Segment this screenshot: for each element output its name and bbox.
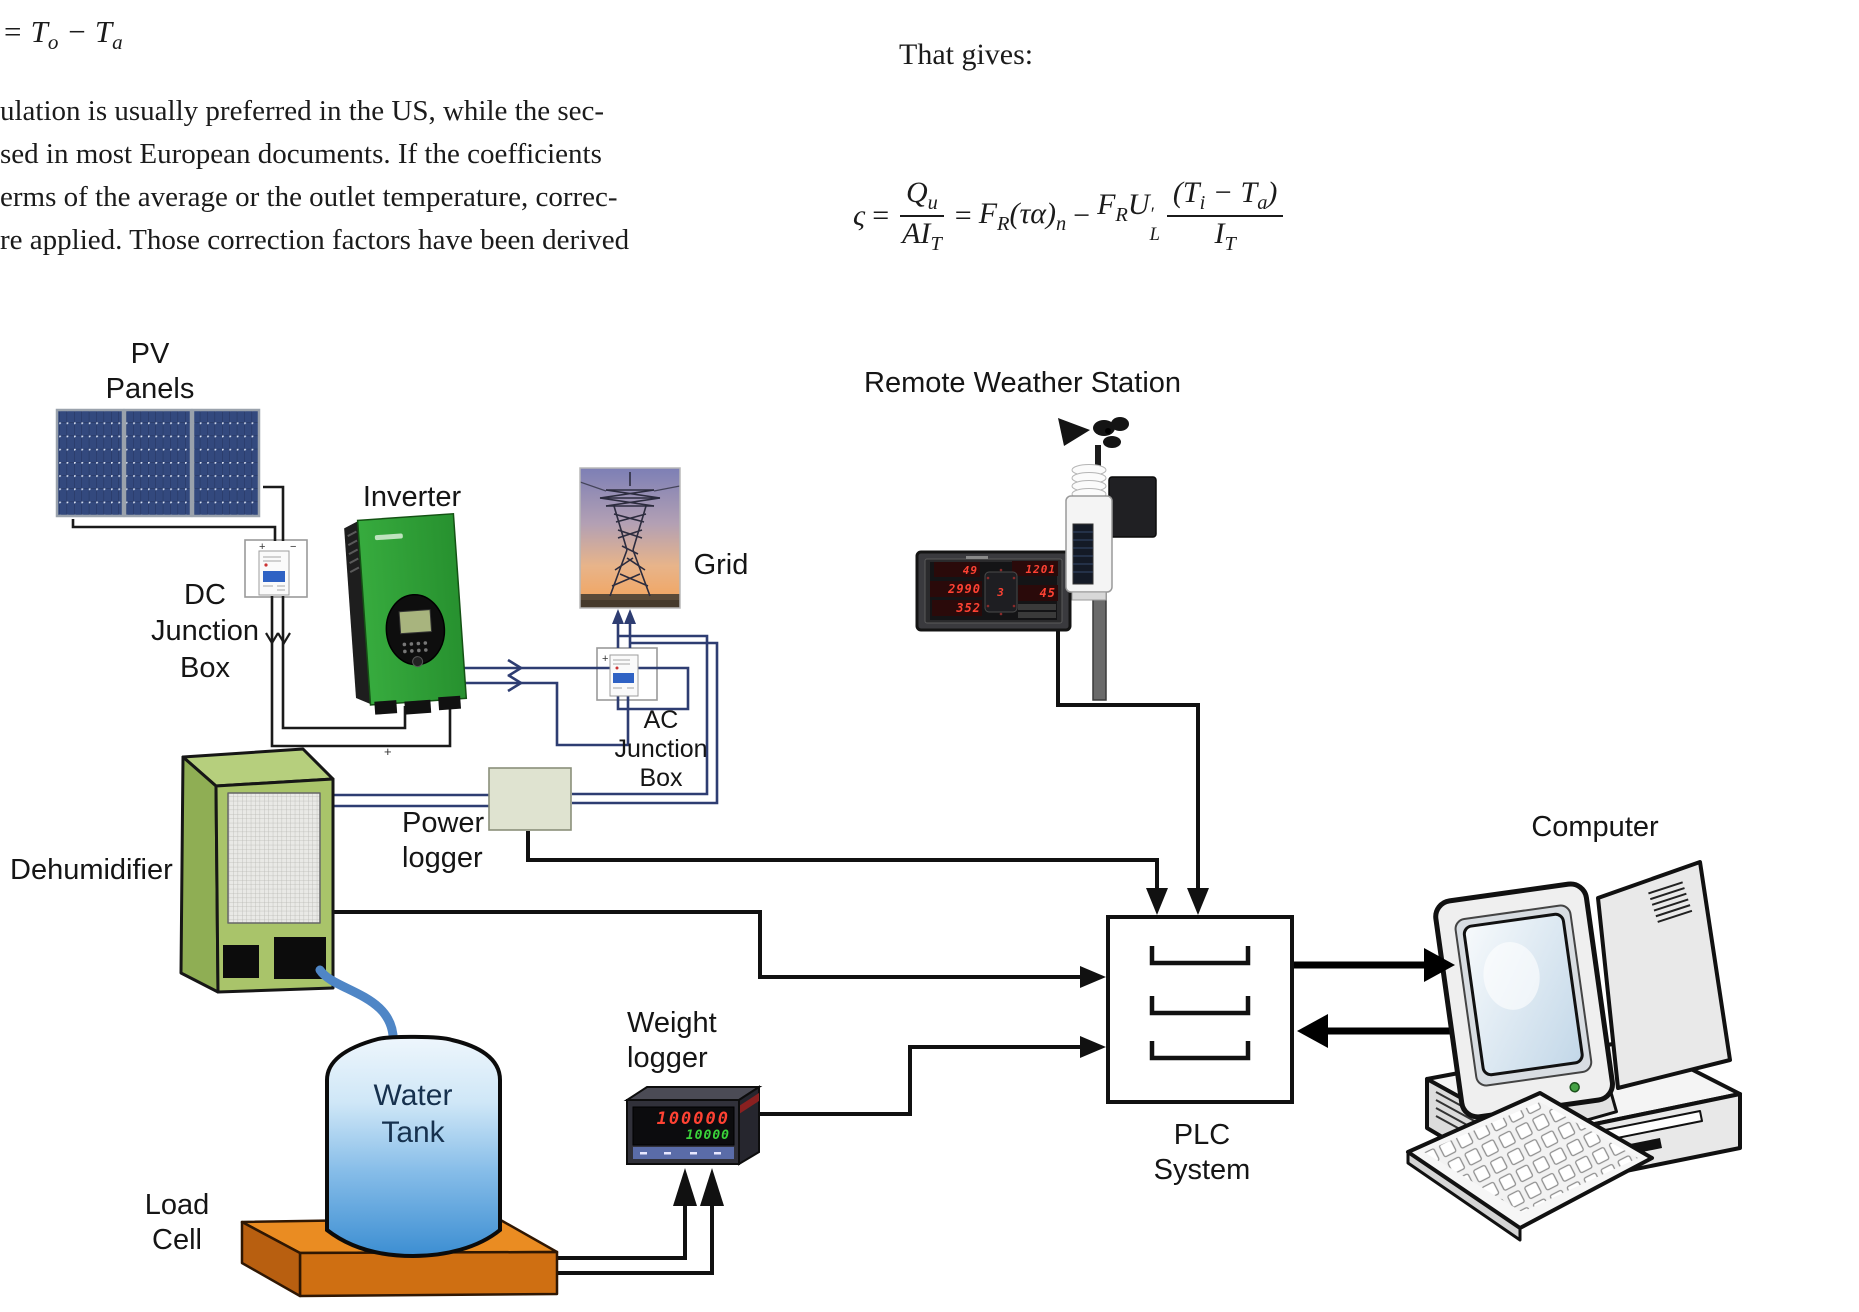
pv-panels-label: PV Panels bbox=[105, 338, 195, 406]
dc-junction-label: DC Junction Box bbox=[150, 579, 259, 684]
that-gives-heading: That gives: bbox=[899, 38, 1034, 71]
eq-sub-u: u bbox=[927, 191, 938, 214]
dc-junction-box: + − bbox=[258, 541, 296, 596]
eq-sub-r2: R bbox=[1115, 203, 1128, 226]
eq-sub-l: L bbox=[1149, 223, 1160, 245]
eq-tau: (τα) bbox=[1009, 196, 1056, 230]
power-logger-label: Power logger bbox=[402, 807, 485, 875]
eq-fraction-1: Qu AIT bbox=[896, 176, 948, 257]
water-pipe bbox=[315, 965, 398, 1051]
console-value-1: 49 bbox=[962, 564, 978, 577]
weather-station-label: Remote Weather Station bbox=[864, 367, 1182, 399]
paragraph-line: erms of the average or the outlet temper… bbox=[0, 181, 618, 213]
weather-station-illustration bbox=[1058, 417, 1157, 701]
console-value-4: 1201 bbox=[1025, 563, 1056, 576]
eq-sub-r1: R bbox=[997, 212, 1010, 235]
frag-sub-o: o bbox=[47, 30, 59, 55]
efficiency-equation: ς = Qu AIT = FR(τα)n − FRU′L (Ti − Ta) I… bbox=[853, 170, 1284, 262]
eq-u: U bbox=[1127, 187, 1150, 221]
frag-eq: = bbox=[2, 14, 31, 49]
eq-u-scripts: ′L bbox=[1150, 205, 1160, 244]
dc-wire-break-mark bbox=[265, 632, 291, 646]
weight-logger-label: Weight logger bbox=[627, 1007, 717, 1075]
dc-minus-mark: − bbox=[290, 541, 296, 553]
eq-ti: (T bbox=[1172, 175, 1200, 209]
eq-f1: F bbox=[978, 196, 998, 230]
ac-junction-label: AC Junction Box bbox=[614, 706, 708, 792]
eq-q: Q bbox=[906, 175, 928, 209]
console-center-value: 3 bbox=[997, 586, 1005, 599]
frag-minus: − bbox=[58, 14, 95, 49]
paragraph-line: ulation is usually preferred in the US, … bbox=[0, 95, 605, 127]
plc-box bbox=[1106, 915, 1294, 1104]
eq-equals: = bbox=[872, 199, 890, 232]
arrowheads bbox=[265, 609, 1455, 1206]
eq-ai: AI bbox=[902, 217, 931, 250]
grid-label: Grid bbox=[693, 549, 749, 581]
power-logger-box bbox=[488, 767, 572, 831]
console-value-5: 45 bbox=[1039, 586, 1056, 600]
computer-illustration bbox=[1406, 860, 1742, 1242]
water-tank-illustration bbox=[325, 1034, 502, 1259]
pv-panels bbox=[55, 408, 261, 518]
equation-fragment: = To − Ta bbox=[2, 14, 123, 55]
weather-console bbox=[915, 550, 1072, 632]
eq-close: ) bbox=[1267, 175, 1278, 209]
eq-term-2: FRU′L bbox=[1097, 188, 1160, 244]
eq-prime: ′ bbox=[1149, 203, 1154, 225]
grid-photo bbox=[580, 468, 680, 608]
computer-label: Computer bbox=[1531, 811, 1659, 843]
dehumidifier-illustration bbox=[179, 747, 335, 994]
grid-photo-frame bbox=[579, 467, 681, 609]
console-value-2: 2990 bbox=[948, 582, 981, 596]
inverter-plus-mark: + bbox=[384, 744, 392, 759]
inverter-label: Inverter bbox=[362, 481, 462, 513]
eq-ta: − T bbox=[1205, 175, 1258, 209]
dehumidifier-label: Dehumidifier bbox=[10, 854, 173, 886]
plc-system-label: PLC System bbox=[1153, 1119, 1251, 1187]
eq-sub-i: i bbox=[1199, 191, 1206, 214]
eq-sub-t2: T bbox=[1224, 233, 1236, 255]
water-tank-label: Water Tank bbox=[373, 1079, 453, 1149]
weight-green-readout: 10000 bbox=[685, 1128, 730, 1143]
ac-plus-mark: + bbox=[602, 653, 608, 665]
eq-minus: − bbox=[1073, 199, 1091, 232]
frag-t2: T bbox=[94, 14, 113, 49]
frag-t1: T bbox=[30, 14, 48, 49]
paragraph-line: sed in most European documents. If the c… bbox=[0, 138, 602, 170]
dc-plus-mark: + bbox=[259, 541, 265, 553]
frag-sub-a: a bbox=[112, 30, 123, 55]
eq-term-1: FR(τα)n bbox=[979, 197, 1066, 236]
eq-fraction-2: (Ti − Ta) IT bbox=[1166, 175, 1284, 257]
console-value-3: 352 bbox=[956, 601, 981, 615]
paragraph-line: re applied. Those correction factors hav… bbox=[0, 224, 630, 256]
weight-logger-illustration bbox=[623, 1085, 763, 1166]
eq-zeta: ς bbox=[853, 199, 866, 232]
wires bbox=[71, 485, 1492, 1275]
eq-sub-a: a bbox=[1257, 191, 1268, 214]
ac-wire-break-mark bbox=[507, 658, 524, 693]
eq-sub-n: n bbox=[1055, 212, 1067, 235]
load-cell-label: Load Cell bbox=[144, 1189, 210, 1257]
eq-f2: F bbox=[1097, 187, 1116, 221]
inverter-illustration bbox=[344, 512, 468, 715]
eq-it: I bbox=[1214, 217, 1225, 250]
body-text-column: ulation is usually preferred in the US, … bbox=[0, 90, 712, 262]
eq-sub-t: T bbox=[930, 233, 942, 255]
ac-junction-box: + bbox=[602, 653, 639, 697]
eq-equals-2: = bbox=[954, 199, 972, 232]
weight-red-readout: 100000 bbox=[656, 1109, 730, 1129]
